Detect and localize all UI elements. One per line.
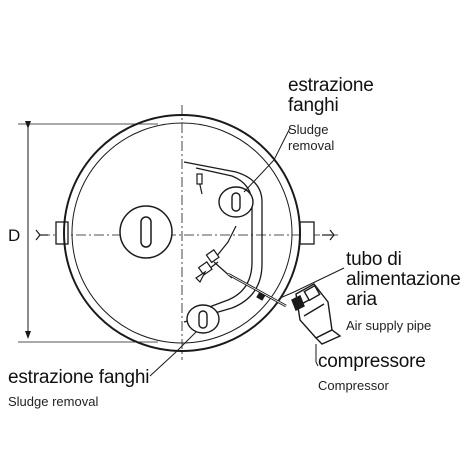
air-pipe-label-it-3: aria <box>346 289 377 310</box>
sludge-extraction-bottom <box>186 304 220 334</box>
sludge-top-label-it-1: estrazione <box>288 75 374 96</box>
internal-piping <box>195 173 237 284</box>
diameter-label: D <box>8 226 21 245</box>
sludge-bottom-label-it: estrazione fanghi <box>8 367 150 388</box>
air-pipe-label-it-1: tubo di <box>346 249 402 270</box>
compressor-label-en: Compressor <box>318 378 389 393</box>
sludge-bottom-label-en: Sludge removal <box>8 394 99 409</box>
compressor-label-it: compressore <box>318 351 426 372</box>
inner-compartment <box>183 161 263 323</box>
air-pipe-label-en: Air supply pipe <box>346 318 432 333</box>
center-lines <box>40 105 340 360</box>
side-nozzles <box>55 221 315 245</box>
leader-lines <box>149 127 345 377</box>
sludge-top-label-en-2: removal <box>288 138 335 153</box>
central-manhole <box>119 205 173 259</box>
axis-arrows <box>35 229 335 241</box>
air-pipe-label-it-2: alimentazione <box>346 269 461 290</box>
tank-wall <box>63 114 301 352</box>
sludge-extraction-top <box>218 186 254 218</box>
sludge-top-label-en-1: Sludge <box>288 122 329 137</box>
compressor <box>291 283 342 345</box>
air-supply-pipe <box>227 272 287 308</box>
sludge-top-label-it-2: fanghi <box>288 95 339 116</box>
